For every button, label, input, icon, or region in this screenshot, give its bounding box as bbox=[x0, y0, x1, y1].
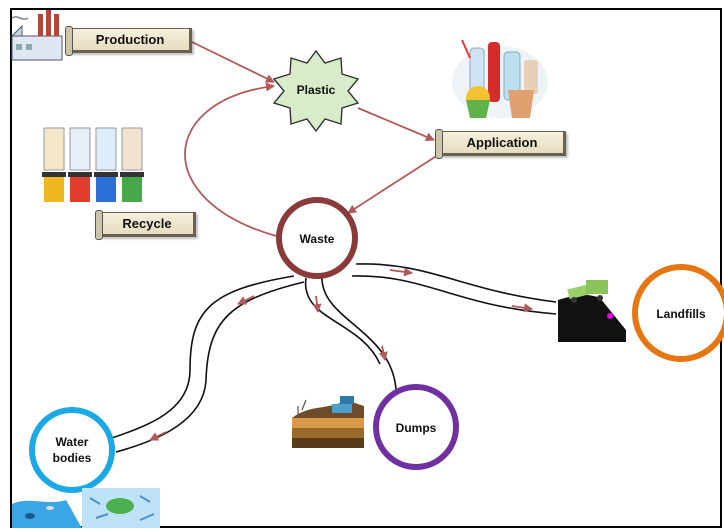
water-bodies-label: Water bodies bbox=[32, 434, 112, 466]
water-bodies-label-line2: bodies bbox=[52, 451, 92, 465]
plastic-label: Plastic bbox=[296, 83, 336, 97]
channel-to-dumps bbox=[304, 275, 397, 391]
application-label: Application bbox=[435, 129, 566, 159]
channel-to-water-bodies bbox=[111, 275, 305, 453]
polluted-water-icon bbox=[12, 488, 160, 528]
arrow-application-to-waste bbox=[347, 154, 439, 214]
production-label: Production bbox=[65, 26, 192, 56]
channel-to-landfills bbox=[351, 263, 557, 315]
dump-site-icon bbox=[292, 396, 364, 448]
dumps-label: Dumps bbox=[395, 421, 437, 435]
water-bodies-label-line1: Water bbox=[55, 435, 89, 449]
waste-circle bbox=[276, 197, 358, 279]
waste-label: Waste bbox=[299, 232, 335, 246]
recycle-label: Recycle bbox=[95, 210, 196, 240]
recycle-bins-icon bbox=[42, 127, 144, 202]
arrow-production-to-plastic bbox=[191, 41, 275, 83]
diagram-frame bbox=[10, 8, 722, 528]
plastic-items-icon bbox=[452, 39, 548, 118]
arrow-recycle-loop bbox=[184, 82, 277, 237]
flow-arrow-landfills-2 bbox=[511, 303, 533, 313]
flow-arrow-dumps-2 bbox=[378, 345, 388, 361]
factory-icon bbox=[10, 10, 63, 61]
landfills-circle bbox=[632, 264, 724, 362]
landfills-label: Landfills bbox=[656, 307, 706, 321]
flow-arrow-water-2 bbox=[149, 431, 167, 441]
flow-arrow-dumps bbox=[312, 295, 322, 313]
dumps-circle bbox=[373, 384, 459, 470]
plastic-burst-shape bbox=[272, 49, 360, 133]
arrow-plastic-to-application bbox=[357, 107, 435, 142]
dump-truck-icon bbox=[558, 280, 626, 342]
water-bodies-circle bbox=[29, 407, 115, 493]
flow-arrow-water-1 bbox=[237, 295, 255, 305]
flow-arrow-landfills bbox=[389, 267, 413, 277]
